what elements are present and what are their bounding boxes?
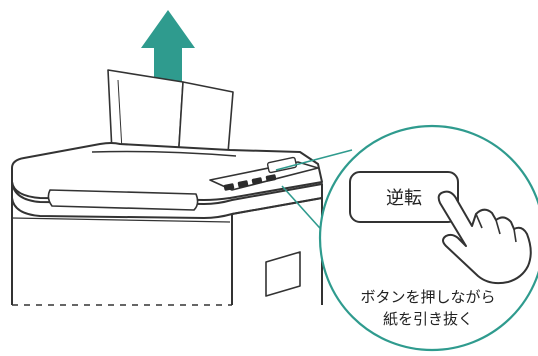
caption-line2: 紙を引き抜く (383, 310, 473, 328)
pointing-hand-icon (437, 190, 532, 285)
reverse-button-label: 逆転 (386, 188, 422, 209)
paper-sheets (107, 69, 234, 166)
caption-line1: ボタンを押しながら (360, 288, 495, 306)
reverse-button: 逆転 (349, 171, 459, 223)
shredder-body (11, 142, 323, 306)
